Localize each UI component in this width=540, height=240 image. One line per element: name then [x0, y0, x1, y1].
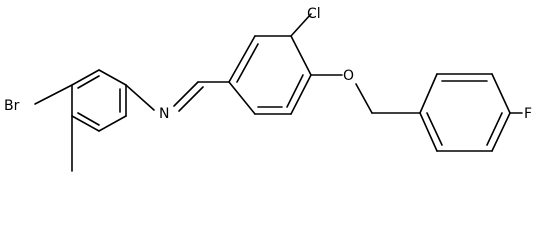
- bond-n-ch: [173, 81, 199, 107]
- bond: [290, 35, 312, 76]
- double-bond: [77, 112, 100, 126]
- bond: [491, 73, 511, 114]
- nitrogen-atom-label: N: [159, 106, 169, 122]
- ring-bromomethylphenyl: [71, 69, 127, 132]
- double-bond-n-ch: [178, 86, 204, 112]
- double-bond: [486, 112, 503, 146]
- bond: [98, 69, 127, 86]
- bond-o-ch2: [355, 83, 373, 114]
- bond: [419, 73, 438, 114]
- bond: [228, 35, 256, 83]
- structure-canvas: Br N Cl O: [4, 6, 532, 172]
- bond-c-n: [125, 84, 155, 111]
- chemical-structure-diagram: Br N Cl O: [4, 6, 532, 172]
- chlorine-atom-label: Cl: [307, 6, 321, 22]
- double-bond: [236, 43, 259, 83]
- bromine-atom-label: Br: [4, 98, 20, 114]
- fluorine-atom-label: F: [524, 106, 532, 122]
- oxygen-atom-label: O: [343, 68, 354, 84]
- bond: [71, 69, 100, 86]
- bond: [419, 112, 438, 152]
- double-bond: [77, 75, 100, 89]
- bond: [491, 112, 511, 152]
- bond-c-br: [34, 84, 73, 105]
- bond: [98, 115, 127, 132]
- double-bond: [426, 112, 443, 146]
- ring-chlorophenyl: [228, 35, 312, 115]
- bond: [71, 115, 100, 132]
- bond-c-cl: [290, 13, 312, 37]
- double-bond: [286, 74, 304, 108]
- bond: [228, 81, 256, 115]
- bond: [290, 74, 312, 115]
- ring-fluorophenyl: [419, 73, 511, 152]
